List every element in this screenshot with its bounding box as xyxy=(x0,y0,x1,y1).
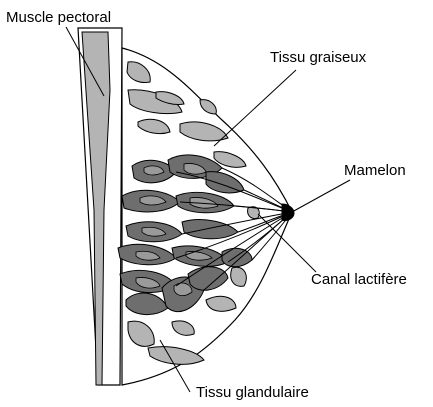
label-nipple: Mamelon xyxy=(344,162,406,179)
label-muscle-pectoral: Muscle pectoral xyxy=(6,9,111,26)
label-glandular-tissue: Tissu glandulaire xyxy=(196,384,309,401)
label-fat-tissue: Tissu graiseux xyxy=(270,49,366,66)
label-milk-duct: Canal lactifère xyxy=(311,271,407,288)
leader-fat xyxy=(214,70,296,146)
fat-patch xyxy=(231,267,247,286)
leader-nipple xyxy=(292,180,350,212)
